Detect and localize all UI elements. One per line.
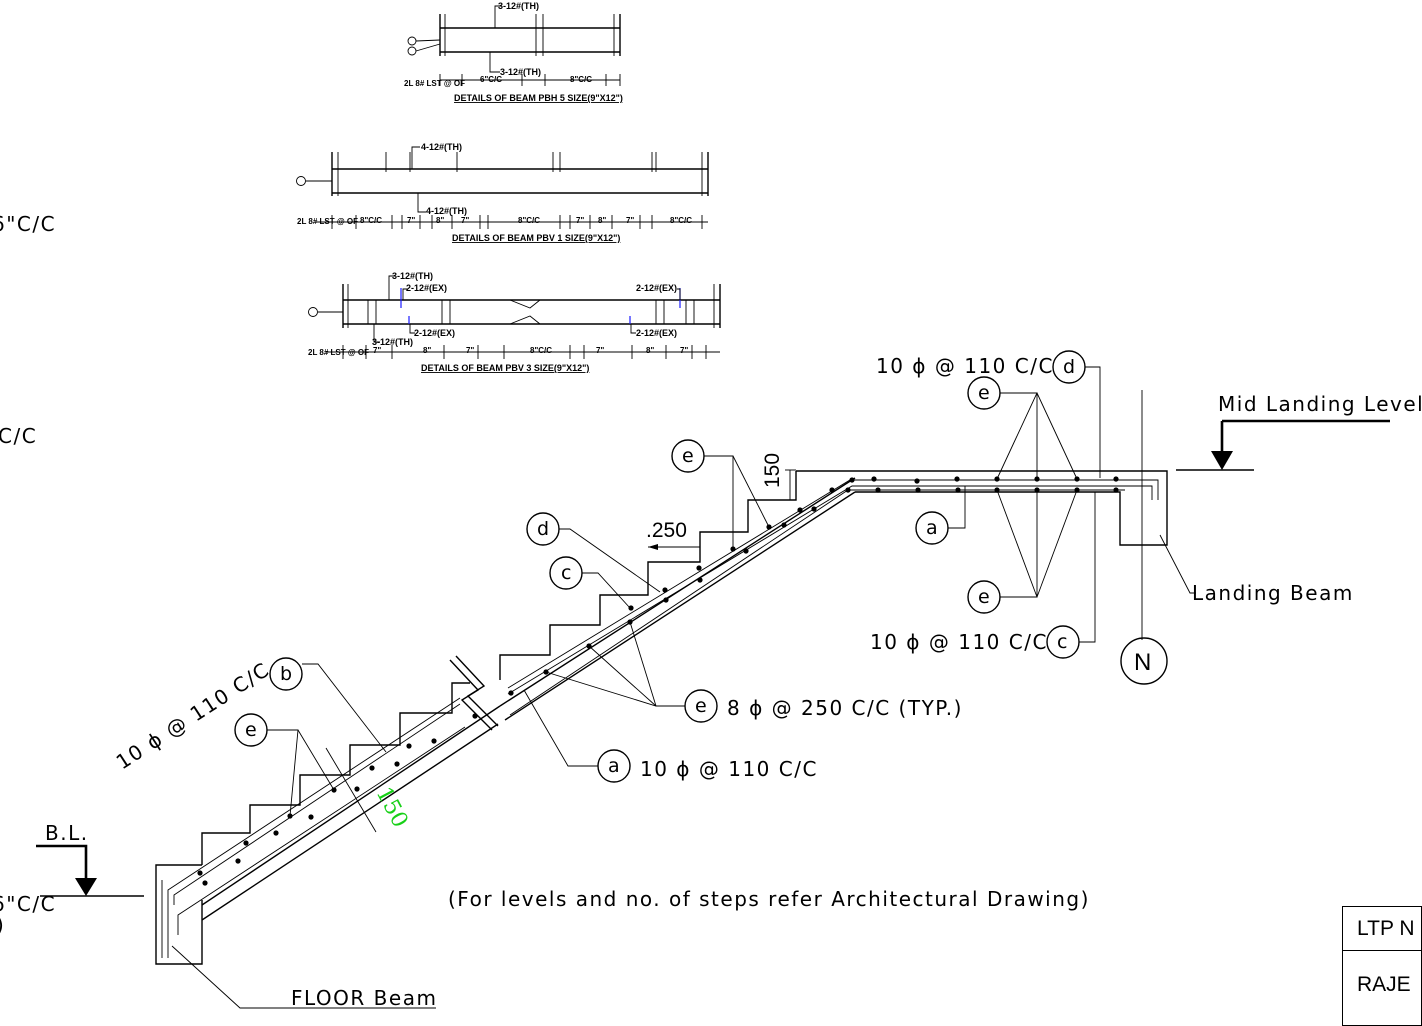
landing-beam-label: Landing Beam — [1192, 581, 1354, 605]
bubble-a-landing-letter: a — [926, 517, 938, 539]
general-note: (For levels and no. of steps refer Archi… — [448, 887, 1090, 911]
left-edge-text-4: ) — [0, 913, 5, 937]
pbv3-spacing-4: 8"C/C — [530, 346, 552, 355]
pbv1-spacing-2: 7" — [407, 216, 415, 225]
pbv1-stirrup-label: 2L 8# LST @ OF — [297, 217, 358, 226]
title-block-row-1: LTP N — [1343, 907, 1421, 951]
pbv1-spacing-4: 7" — [461, 216, 469, 225]
pbv1-spacing-5: 8"C/C — [518, 216, 540, 225]
left-edge-text-1: 6"C/C — [0, 212, 56, 236]
callout-a-text: 10 ϕ @ 110 C/C — [640, 757, 818, 781]
pbv3-spacing-3: 7" — [466, 346, 474, 355]
callout-d-top-text: 10 ϕ @ 110 C/C — [876, 354, 1054, 378]
bubble-d-flight-letter: d — [537, 518, 549, 540]
pbh5-spacing-1: 6"C/C — [480, 75, 502, 84]
beam-detail-pbv1: 4-12#(TH) 4-12#(TH) 2L 8# LST @ OF 8"C/C… — [296, 142, 709, 243]
north-bubble — [1120, 637, 1168, 685]
beam-detail-pbv3: 3-12#(TH) 2-12#(EX) 2-12#(EX) 2-12#(EX) … — [308, 271, 721, 373]
callout-b-text: 10 ϕ @ 110 C/C — [112, 657, 274, 774]
pbv1-top-bar-label: 4-12#(TH) — [421, 142, 462, 152]
pbh5-top-bar-label: 3-12#(TH) — [498, 1, 539, 11]
bubble-a-flight-letter: a — [608, 755, 620, 777]
tread-dim-label: .250 — [646, 519, 687, 542]
pbv1-spacing-7: 8" — [598, 216, 606, 225]
bubble-e-landing-top-letter: e — [978, 382, 990, 404]
pbv1-caption: DETAILS OF BEAM PBV 1 SIZE(9"X12") — [452, 233, 620, 243]
bubble-c-bottom-letter: c — [1057, 631, 1067, 653]
staircase-section: N Mid Landing Level Landing Beam B.L. FL… — [36, 390, 1422, 1010]
pbv3-top-bar-label: 3-12#(TH) — [392, 271, 433, 281]
pbv1-spacing-3: 8" — [436, 216, 444, 225]
bl-label: B.L. — [45, 821, 89, 845]
mid-landing-label: Mid Landing Level — [1218, 392, 1422, 416]
pbh5-caption: DETAILS OF BEAM PBH 5 SIZE(9"X12") — [454, 93, 623, 103]
pbv1-spacing-6: 7" — [576, 216, 584, 225]
lower-flight-steps — [201, 682, 470, 865]
pbv3-stirrup-label: 2L 8# LST @ OF — [308, 348, 369, 357]
pbv3-spacing-5: 7" — [596, 346, 604, 355]
pbh5-stirrup-label: 2L 8# LST @ OF — [404, 79, 465, 88]
title-block-row-2: RAJE — [1357, 973, 1411, 996]
floor-beam-label: FLOOR Beam — [291, 986, 437, 1010]
pbv3-spacing-6: 8" — [646, 346, 654, 355]
pbv3-spacing-7: 7" — [680, 346, 688, 355]
bubble-e-typ-letter: e — [695, 695, 707, 717]
upper-flight-steps — [499, 471, 797, 680]
pbv3-bottom-bar-label: 3-12#(TH) — [372, 337, 413, 347]
bubble-b — [269, 657, 303, 691]
title-block: LTP N RAJE — [1342, 906, 1422, 1026]
beam-detail-pbh5: 3-12#(TH) 3-12#(TH) 2L 8# LST @ OF 6"C/C… — [404, 1, 623, 103]
pbv1-spacing-8: 7" — [626, 216, 634, 225]
pbv3-caption: DETAILS OF BEAM PBV 3 SIZE(9"X12") — [421, 363, 589, 373]
pbv3-extra-bottom-right: 2-12#(EX) — [636, 328, 677, 338]
bubble-e-flight-top-letter: e — [682, 445, 694, 467]
pbv1-bottom-bar-label: 4-12#(TH) — [426, 206, 467, 216]
riser-dim-label: 150 — [761, 453, 784, 488]
callout-e-typ-text: 8 ϕ @ 250 C/C (TYP.) — [727, 696, 963, 720]
pbv3-extra-top-left: 2-12#(EX) — [406, 283, 447, 293]
pbv1-spacing-9: 8"C/C — [670, 216, 692, 225]
pbv3-extra-top-right: 2-12#(EX) — [636, 283, 677, 293]
callout-c-bottom-text: 10 ϕ @ 110 C/C — [870, 630, 1048, 654]
callouts: d 10 ϕ @ 110 C/C e e a c 10 ϕ @ 110 C/C … — [112, 350, 1101, 817]
bubble-d-top-letter: d — [1063, 356, 1075, 378]
pbh5-spacing-2: 8"C/C — [570, 75, 592, 84]
left-edge-text-2: C/C — [0, 424, 37, 448]
pbv3-extra-bottom-left: 2-12#(EX) — [414, 328, 455, 338]
waist-dim-label: 150 — [371, 783, 413, 832]
pbv3-spacing-2: 8" — [423, 346, 431, 355]
pbh5-bottom-bar-label: 3-12#(TH) — [500, 67, 541, 77]
bubble-c-flight-letter: c — [561, 562, 571, 584]
north-label: N — [1134, 649, 1151, 676]
pbv3-spacing-1: 7" — [373, 346, 381, 355]
bubble-e-flight-bottom-letter: e — [245, 719, 257, 741]
pbv1-spacing-1: 8"C/C — [360, 216, 382, 225]
bubble-e-landing-bottom-letter: e — [978, 586, 990, 608]
bubble-b-letter: b — [280, 663, 292, 685]
